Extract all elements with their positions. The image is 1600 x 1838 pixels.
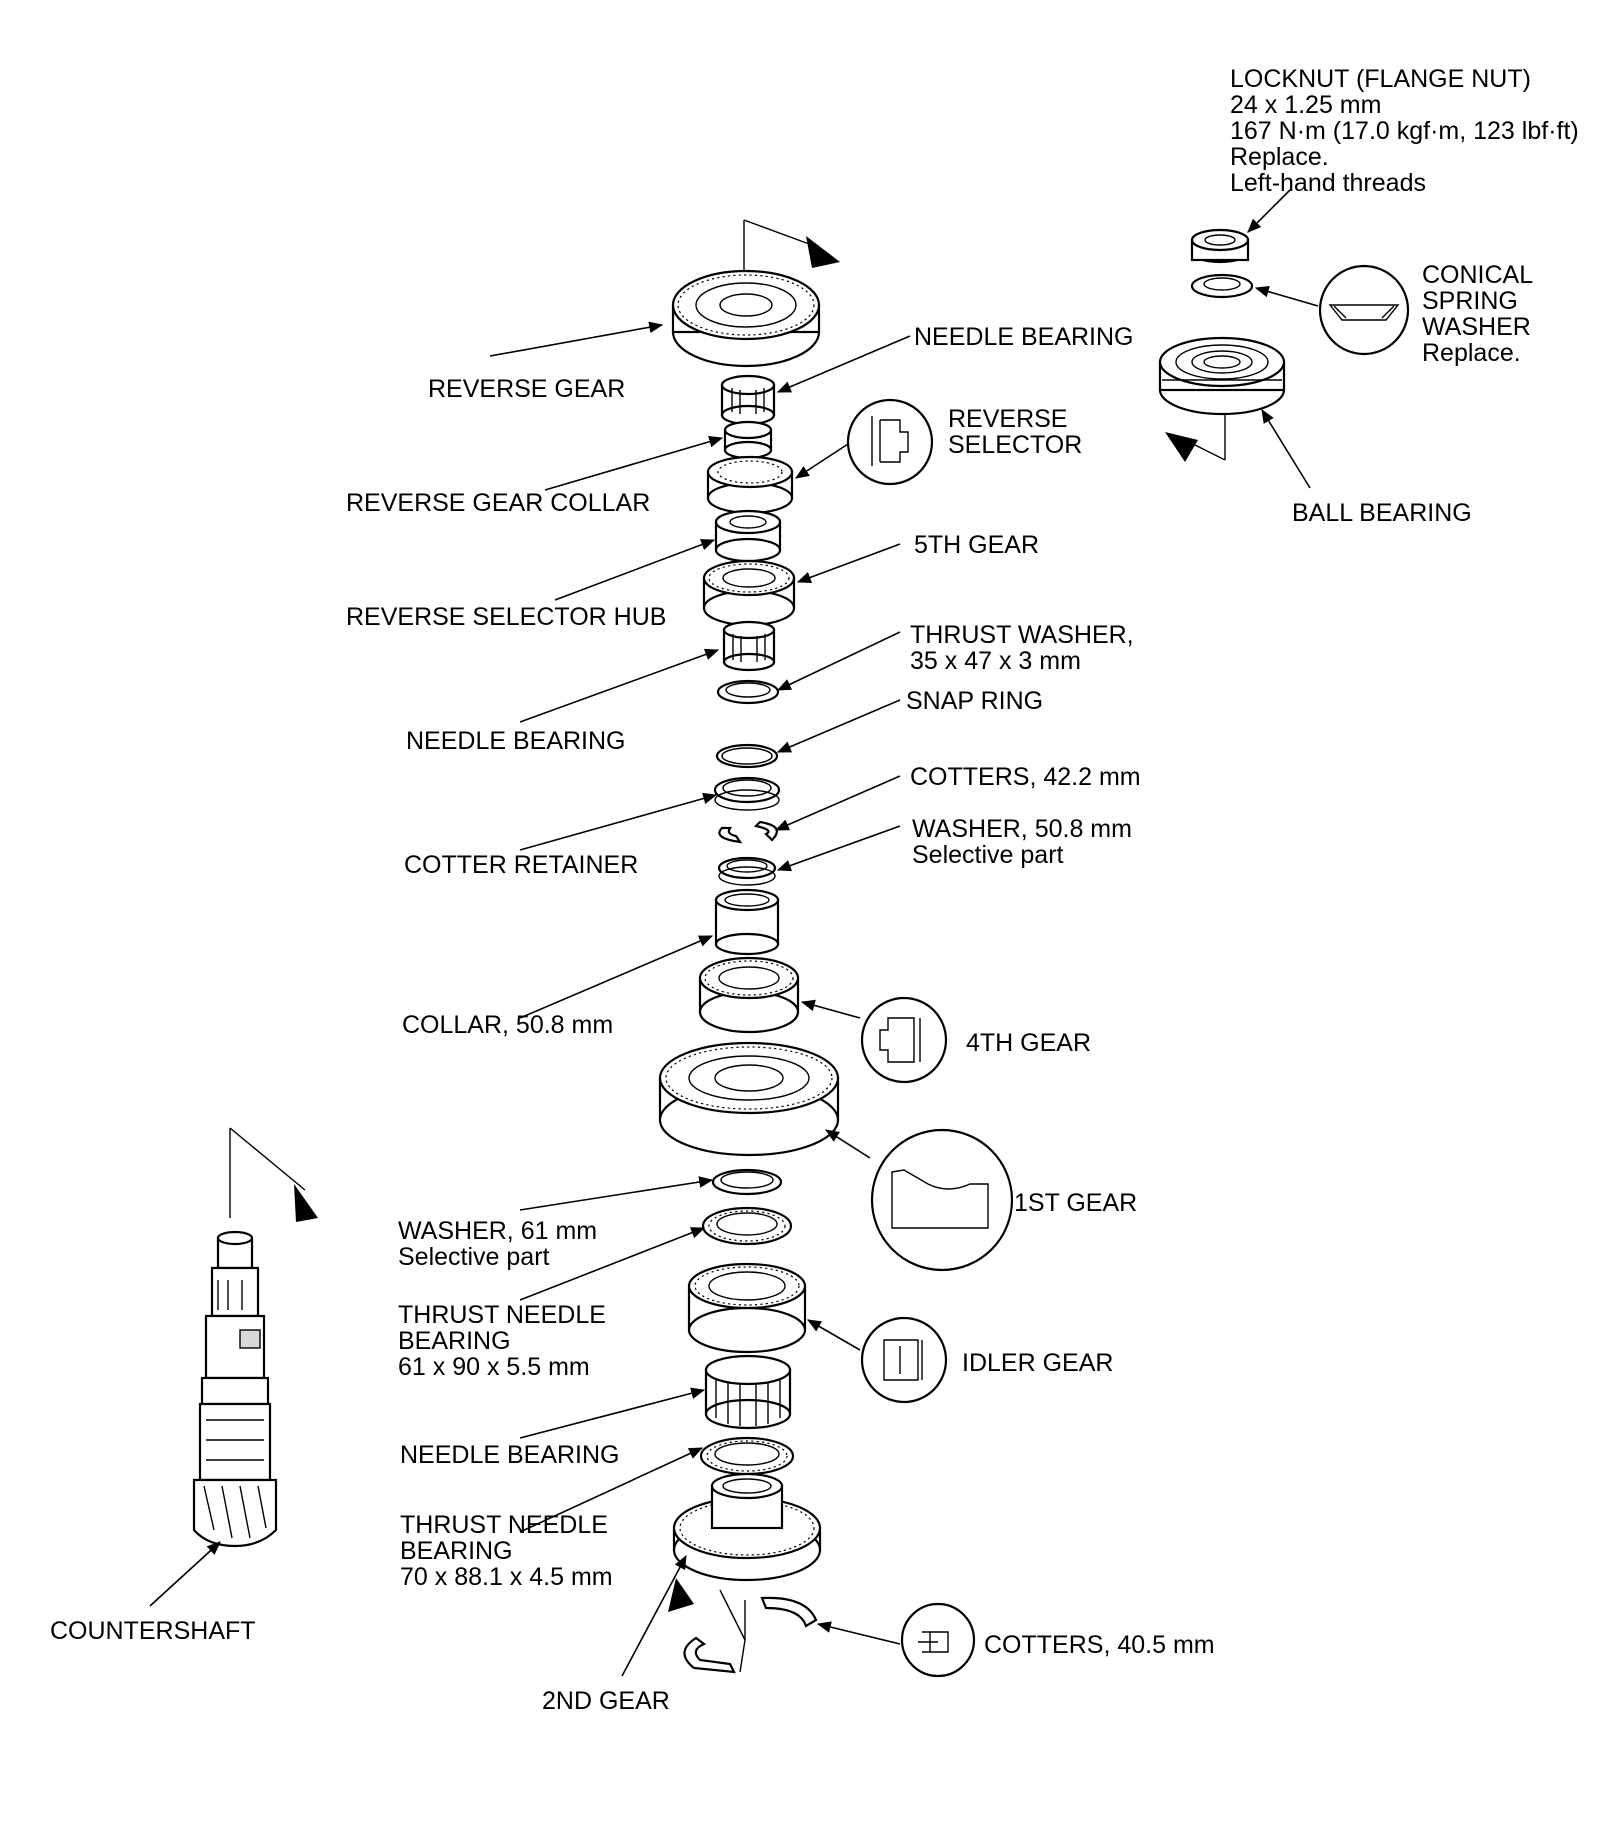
countershaft-part (192, 1127, 318, 1548)
fourth-gear-detail-circle (860, 996, 948, 1084)
parts-stack (658, 269, 840, 1674)
spring-washer-part (1190, 273, 1254, 299)
washer-50-part (717, 856, 777, 886)
ball-bearing-part (1158, 336, 1286, 416)
reverse-selector-part (706, 455, 794, 515)
cotter-405-left-part (683, 1636, 736, 1674)
idler-gear-part (687, 1262, 807, 1354)
cotter-405-right-part (760, 1596, 818, 1628)
reverse-selector-hub-part (714, 509, 782, 563)
needle-bearing-top-part (720, 374, 776, 426)
snap-ring-part (715, 743, 779, 769)
label-fifth-gear: 5TH GEAR (914, 531, 1040, 559)
label-reverse-gear-collar: REVERSE GEAR COLLAR (346, 489, 651, 517)
label-countershaft: COUNTERSHAFT (50, 1617, 256, 1645)
label-second-gear: 2ND GEAR (542, 1687, 670, 1715)
reverse-gear-part (671, 269, 821, 368)
label-thrust-washer: THRUST WASHER,35 x 47 x 3 mm (910, 621, 1134, 675)
thrust-needle-70-part (699, 1436, 795, 1476)
second-gear-part (672, 1472, 822, 1582)
main-axis-line (668, 219, 840, 1641)
thrust-needle-61-part (701, 1206, 793, 1246)
cotter-right-part (753, 820, 778, 842)
first-gear-detail-circle (870, 1128, 1014, 1272)
label-needle-bearing-top: NEEDLE BEARING (914, 323, 1134, 351)
label-cotter-retainer: COTTER RETAINER (404, 851, 639, 879)
label-cotters-40: COTTERS, 40.5 mm (984, 1631, 1215, 1659)
washer-61-part (711, 1168, 783, 1196)
cotters-405-detail-circle (900, 1602, 976, 1678)
needle-bearing-mid-part (722, 620, 776, 672)
direction-arrowhead-top (806, 236, 840, 268)
reverse-gear-collar-part (723, 420, 773, 460)
reverse-selector-detail-circle (846, 398, 934, 486)
label-snap-ring: SNAP RING (906, 687, 1044, 715)
cotter-left-part (718, 826, 743, 844)
conical-washer-detail-circle (1318, 264, 1410, 356)
label-fourth-gear: 4TH GEAR (966, 1029, 1092, 1057)
direction-arrowhead-bottom (668, 1578, 694, 1612)
label-ball-bearing: BALL BEARING (1292, 499, 1472, 527)
label-needle-bearing-mid: NEEDLE BEARING (406, 727, 626, 755)
thrust-washer-part (716, 679, 780, 705)
leader-lines (149, 189, 1319, 1677)
cotter-retainer-part (713, 776, 781, 811)
label-idler-gear: IDLER GEAR (962, 1349, 1114, 1377)
ball-bearing-assembly (1158, 228, 1410, 462)
collar-50-part (714, 888, 780, 956)
label-cotters-42: COTTERS, 42.2 mm (910, 763, 1141, 791)
label-first-gear: 1ST GEAR (1014, 1189, 1138, 1217)
fourth-gear-part (698, 956, 800, 1034)
label-collar-50: COLLAR, 50.8 mm (402, 1011, 614, 1039)
idler-gear-detail-circle (860, 1316, 948, 1404)
label-needle-bearing-low: NEEDLE BEARING (400, 1441, 620, 1469)
label-reverse-gear: REVERSE GEAR (428, 375, 626, 403)
needle-bearing-low-part (704, 1354, 792, 1430)
fifth-gear-part (702, 559, 796, 627)
locknut-part (1190, 228, 1250, 264)
label-reverse-selector-hub: REVERSE SELECTOR HUB (346, 603, 667, 631)
first-gear-part (658, 1041, 840, 1157)
